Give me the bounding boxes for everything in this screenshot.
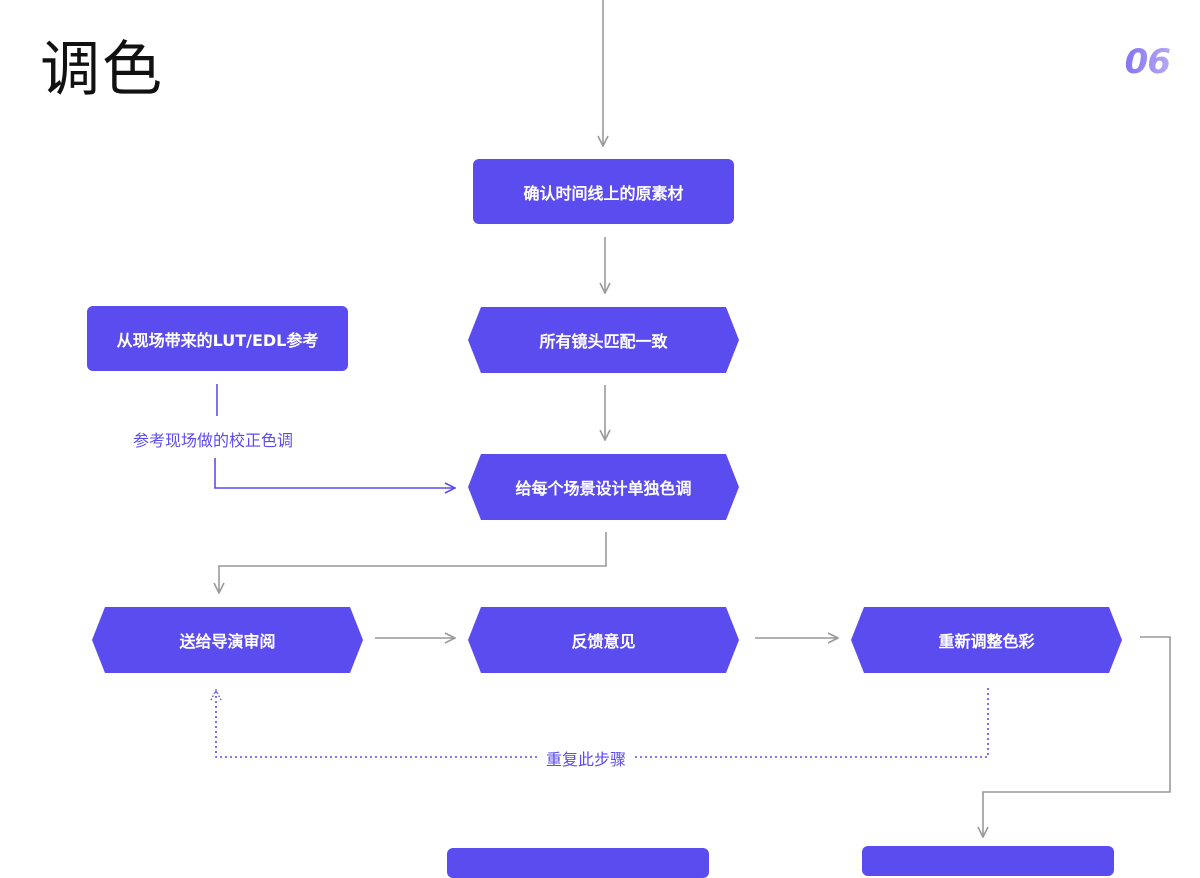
flowchart-canvas: 调色 06 确认时间线上的 [40,0,1171,878]
node-match-shots: 所有镜头匹配一致 [468,307,739,373]
node-feedback: 反馈意见 [468,607,739,673]
arrow-lut-to-grade [214,458,455,488]
node-scene-grade: 给每个场景设计单独色调 [468,454,739,520]
page-title: 调色 [40,35,164,105]
label-reference-on-set: 参考现场做的校正色调 [127,427,300,451]
arrow-regrade-to-next [983,636,1171,837]
page-number: 06 [1090,42,1171,82]
node-send-director: 送给导演审阅 [92,607,363,673]
node-regrade: 重新调整色彩 [851,607,1122,673]
node-next-left-partial [447,848,709,878]
node-on-set-lut: 从现场带来的LUT/EDL参考 [87,306,348,371]
node-next-right-partial [862,846,1114,876]
node-confirm-timeline: 确认时间线上的原素材 [473,159,734,224]
arrow-grade-to-director [219,532,607,593]
label-repeat-step: 重复此步骤 [540,746,633,770]
